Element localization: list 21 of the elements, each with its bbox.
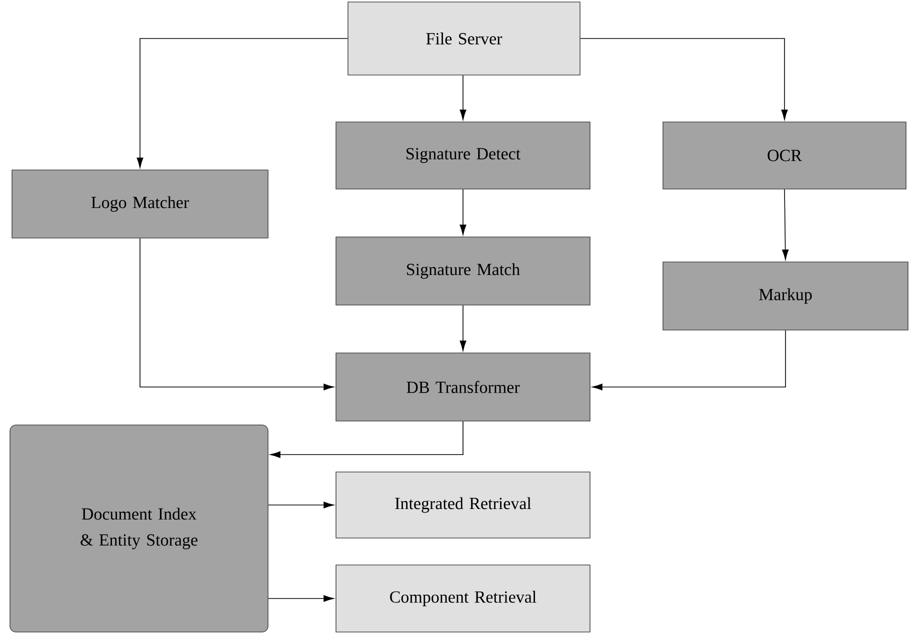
process-box: Markup: [662, 262, 908, 330]
process-box: OCR: [662, 122, 906, 190]
arrow: [782, 189, 789, 260]
arrow: [460, 305, 466, 351]
process-box: Logo Matcher: [12, 170, 268, 238]
arrow: [580, 38, 788, 120]
arrow: [140, 238, 334, 390]
arrow: [268, 595, 334, 602]
storage-box: Document Index & Entity Storage: [10, 424, 268, 632]
process-box: Integrated Retrieval: [336, 472, 590, 538]
arrow: [592, 330, 786, 390]
process-box: File Server: [348, 2, 580, 76]
arrow: [460, 189, 466, 235]
process-box: DB Transformer: [336, 352, 590, 422]
arrow: [268, 502, 334, 508]
arrow: [270, 421, 464, 458]
process-box: Component Retrieval: [336, 564, 590, 632]
arrow: [460, 75, 466, 120]
process-box: Signature Match: [336, 236, 590, 306]
process-box: Signature Detect: [336, 122, 590, 190]
arrow: [136, 38, 348, 168]
